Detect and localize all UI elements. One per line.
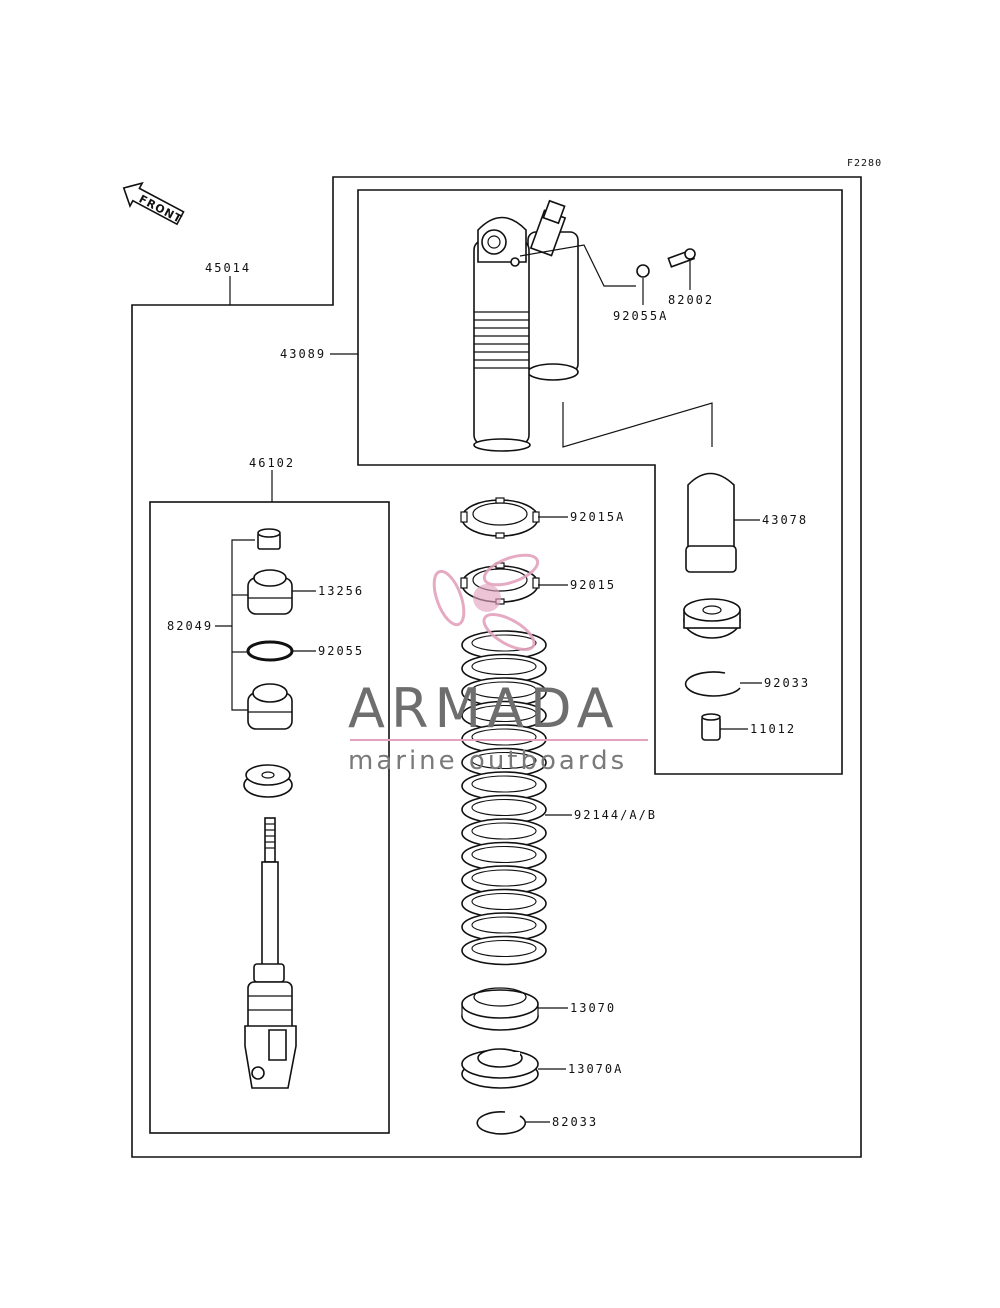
part-82002-valve [667, 248, 696, 268]
part-11012-nut [701, 713, 721, 741]
figure-code: F2280 [847, 158, 882, 169]
label-92055A: 92055A [613, 309, 668, 323]
label-82049: 82049 [167, 619, 213, 633]
label-92015A: 92015A [570, 510, 625, 524]
leader-92055A-body [519, 244, 636, 287]
label-92033-upper: 92033 [764, 676, 810, 690]
watermark-tagline: marine outboards [348, 746, 627, 776]
reservoir-cap [683, 598, 741, 639]
assembly-frame-45014 [131, 176, 862, 1158]
label-43078: 43078 [762, 513, 808, 527]
label-92055: 92055 [318, 644, 364, 658]
label-13070A: 13070A [568, 1062, 623, 1076]
propeller-logo-icon [432, 553, 540, 651]
assembly-frame-43089 [357, 189, 843, 775]
rod-valve [247, 683, 293, 730]
assembly-frame-46102 [149, 501, 390, 1134]
part-92033-circlip-upper [684, 671, 741, 697]
label-13256: 13256 [318, 584, 364, 598]
rod-nut [257, 528, 281, 550]
part-92015A-locknut [460, 497, 540, 539]
label-82002: 82002 [668, 293, 714, 307]
label-13070: 13070 [570, 1001, 616, 1015]
label-43089: 43089 [280, 347, 326, 361]
label-92144: 92144/A/B [574, 808, 657, 822]
part-43078-bladder [685, 472, 737, 573]
part-13070A-seat [461, 1048, 539, 1089]
piston-rod [244, 817, 297, 1089]
part-13256-piston [247, 569, 293, 615]
watermark-brand: ARMADA [348, 677, 620, 740]
part-13070-seat [461, 987, 539, 1031]
armada-watermark: ARMADA marine outboards [348, 553, 648, 776]
label-45014: 45014 [205, 261, 251, 275]
front-arrow-icon: FRONT [122, 181, 185, 226]
part-92144-spring [461, 630, 547, 966]
group-bracket-82049 [231, 539, 255, 711]
label-11012: 11012 [750, 722, 796, 736]
part-92055-oring [246, 640, 294, 662]
label-82033: 82033 [552, 1115, 598, 1129]
shock-body-reservoir [473, 199, 579, 452]
part-82033-circlip [476, 1111, 527, 1135]
label-92015: 92015 [570, 578, 616, 592]
rod-washer [243, 764, 293, 798]
label-46102: 46102 [249, 456, 295, 470]
part-92055A-oring [636, 264, 650, 278]
connector-bracket [562, 402, 713, 448]
